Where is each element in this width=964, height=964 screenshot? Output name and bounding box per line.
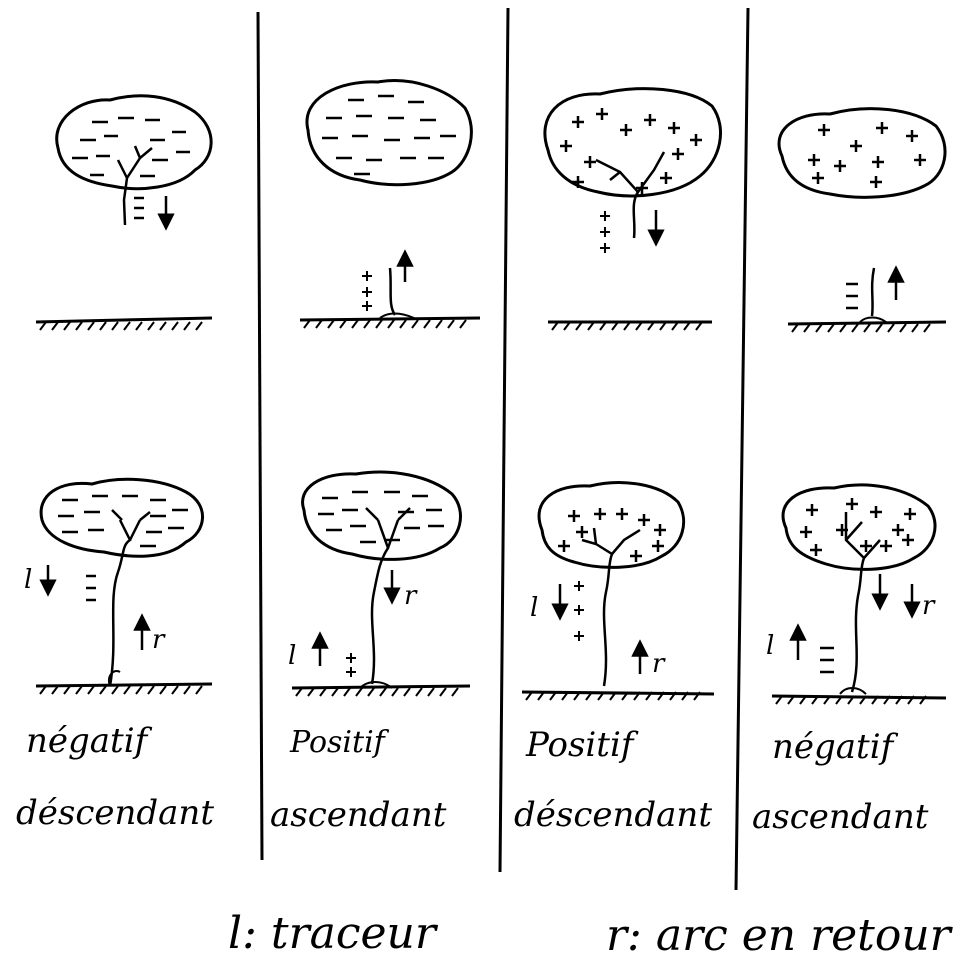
column-negatif-descendant: l r négatif déscendant (16, 94, 214, 833)
direction-label: déscendant (514, 795, 712, 835)
leader-label: l (766, 631, 774, 661)
legend: l: traceur r: arc en retour (228, 908, 954, 961)
return-stroke-label: r (652, 649, 666, 679)
column-positif-descendant: l r Positif déscendant (514, 87, 722, 835)
ground-bottom (35, 682, 213, 695)
legend-return-stroke: r: arc en retour (606, 910, 954, 961)
direction-label: ascendant (270, 795, 447, 835)
cloud-bottom: l r (24, 477, 204, 687)
divider-line (734, 7, 750, 891)
legend-leader: l: traceur (228, 908, 439, 959)
ground-bottom (291, 684, 471, 697)
column-negatif-ascendant: r l négatif ascendant (752, 107, 947, 837)
upward-leader (362, 249, 415, 319)
cloud-top (777, 107, 947, 199)
ground-top (787, 320, 947, 333)
ground-top (548, 320, 712, 331)
divider-line (498, 7, 510, 873)
cloud-bottom: r l (766, 483, 937, 695)
return-stroke-label: r (404, 581, 418, 611)
direction-label: déscendant (16, 793, 214, 833)
return-stroke-label: r (922, 591, 936, 621)
cloud-top (55, 94, 213, 231)
direction-label: ascendant (752, 797, 929, 837)
column-dividers (256, 7, 750, 891)
polarity-label: Positif (289, 725, 390, 760)
column-positif-ascendant: r l Positif ascendant (270, 79, 481, 835)
ground-bottom (771, 694, 947, 705)
ground-top (35, 316, 213, 331)
ground-bottom (521, 690, 715, 701)
divider-line (256, 11, 264, 861)
leader-label: l (530, 593, 538, 623)
polarity-label: négatif (772, 727, 899, 767)
ground-top (299, 316, 481, 329)
cloud-bottom: r l (288, 470, 462, 689)
polarity-label: négatif (26, 721, 153, 761)
leader-label: l (24, 565, 32, 595)
cloud-top (305, 79, 473, 187)
polarity-label: Positif (525, 725, 639, 765)
cloud-top (543, 87, 722, 253)
cloud-bottom: l r (530, 481, 686, 687)
leader-label: l (288, 641, 296, 671)
upward-leader (846, 265, 905, 323)
return-stroke-label: r (152, 625, 166, 655)
